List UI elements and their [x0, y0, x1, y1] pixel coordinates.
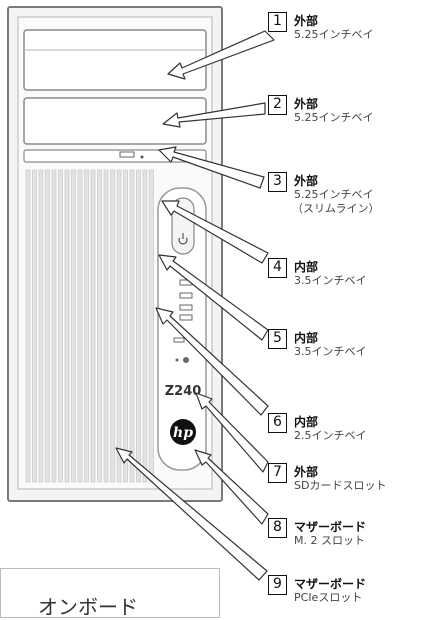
- grille-slat: [84, 169, 89, 483]
- grille-slat: [110, 169, 115, 483]
- callout-desc: 3.5インチベイ: [294, 345, 367, 358]
- grille-slat: [142, 169, 148, 483]
- callout-number: 4: [268, 258, 287, 278]
- callout-number: 5: [268, 329, 287, 349]
- callout-number: 3: [268, 172, 287, 192]
- grille-slat: [129, 169, 135, 483]
- grille-slat: [123, 169, 128, 483]
- callout-number: 8: [268, 518, 287, 538]
- callout-title: 外部: [294, 465, 319, 479]
- grille-slat: [38, 169, 44, 483]
- drive-bay-1: [23, 29, 207, 91]
- model-label: Z240: [165, 384, 202, 399]
- grille-slat: [149, 169, 154, 483]
- callout-number: 6: [268, 413, 287, 433]
- callout-number: 1: [268, 12, 287, 32]
- hp-logo-icon: [170, 419, 196, 445]
- callout-desc: 3.5インチベイ: [294, 274, 367, 287]
- grille-slat: [77, 169, 83, 483]
- hp-logo-text: hp: [173, 425, 193, 441]
- callout-desc: 5.25インチベイ: [294, 28, 374, 41]
- power-icon[interactable]: [178, 233, 188, 245]
- callout-number: 9: [268, 575, 287, 595]
- headset-jack: [183, 357, 189, 363]
- grille-slat: [71, 169, 76, 483]
- callout-desc: 5.25インチベイ: [294, 111, 374, 124]
- callout-title: 外部: [294, 174, 319, 188]
- arrow-7: [195, 392, 269, 473]
- callout-title: 内部: [294, 331, 319, 345]
- grille-slat: [64, 169, 70, 483]
- callout-desc: M. 2 スロット: [294, 534, 365, 547]
- slim-bay-led: [140, 155, 144, 159]
- usb-port-4: [179, 314, 193, 321]
- grille-slat: [103, 169, 109, 483]
- callout-desc: 5.25インチベイ: [294, 188, 374, 201]
- arrow-1: [167, 30, 275, 80]
- callout-number: 7: [268, 463, 287, 483]
- callout-desc: PCIeスロット: [294, 591, 363, 604]
- callout-title: 内部: [294, 260, 319, 274]
- arrow-4: [161, 200, 269, 264]
- grille-slat: [90, 169, 96, 483]
- grille-slat: [136, 169, 141, 483]
- grille-slat: [51, 169, 57, 483]
- callout-title: 外部: [294, 97, 319, 111]
- grille-slat: [97, 169, 102, 483]
- arrow-2: [162, 102, 266, 128]
- callout-number: 2: [268, 95, 287, 115]
- callout-desc: 2.5インチベイ: [294, 429, 367, 442]
- drive-bay-2: [23, 97, 207, 145]
- grille-slat: [45, 169, 50, 483]
- usb-port-3: [179, 304, 193, 311]
- arrow-5: [158, 254, 269, 341]
- grille-slat: [32, 169, 37, 483]
- callout-title: 外部: [294, 14, 319, 28]
- slim-bay-3: [23, 149, 207, 163]
- callout-title: 内部: [294, 415, 319, 429]
- arrow-9: [115, 447, 268, 581]
- mic-jack: [175, 358, 179, 362]
- usb-port-2: [179, 292, 193, 299]
- sd-card-slot: [173, 337, 185, 343]
- front-grille: [25, 169, 154, 483]
- callout-desc: SDカードスロット: [294, 479, 387, 492]
- grille-slat: [116, 169, 122, 483]
- grille-slat: [58, 169, 63, 483]
- callout-title: マザーボード: [294, 520, 367, 534]
- workstation-tower: Z240 hp: [7, 6, 223, 502]
- callout-arrows: [115, 30, 275, 581]
- callout-title: マザーボード: [294, 577, 367, 591]
- arrow-3: [158, 146, 265, 189]
- arrow-6: [155, 307, 269, 416]
- slim-bay-eject: [119, 151, 135, 158]
- onboard-label: オンボード: [38, 595, 138, 619]
- callout-desc-2: （スリムライン）: [292, 202, 380, 215]
- arrow-8: [194, 449, 269, 525]
- grille-slat: [25, 169, 31, 483]
